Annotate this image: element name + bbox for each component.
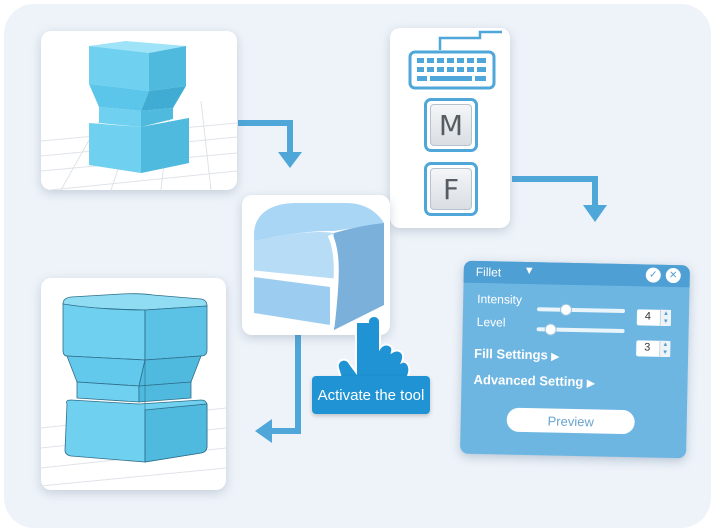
fillet-panel-body: Fillet ▼ ✓ ✕ Intensity 4 ▲▼ Level 3 ▲▼	[460, 260, 690, 459]
intensity-label: Intensity	[477, 291, 523, 307]
panel-title: Fillet	[475, 264, 502, 280]
shortcut-key-f: F	[424, 162, 478, 216]
arrow-keys-to-panel	[512, 176, 598, 205]
arrowhead-down-2	[583, 205, 607, 222]
advanced-setting-toggle[interactable]: Advanced Setting ▶	[473, 372, 594, 390]
stepper-arrows-icon[interactable]: ▲▼	[659, 309, 672, 326]
fill-settings-toggle[interactable]: Fill Settings ▶	[474, 346, 559, 363]
level-stepper[interactable]: 3 ▲▼	[636, 340, 671, 357]
intensity-stepper[interactable]: 4 ▲▼	[636, 309, 672, 326]
level-slider-thumb[interactable]	[544, 323, 557, 336]
shortcut-card: M F	[390, 28, 510, 228]
fillet-tool-card	[242, 195, 390, 335]
advanced-setting-label: Advanced Setting	[473, 371, 584, 390]
level-value: 3	[644, 341, 651, 354]
arrow-model-to-tool	[238, 120, 293, 152]
result-model-card	[41, 278, 226, 490]
fillet-tool-icon	[253, 203, 384, 330]
key-m-label: M	[430, 104, 472, 146]
expand-arrow-icon: ▶	[586, 378, 595, 390]
expand-arrow-icon: ▶	[551, 351, 560, 363]
fillet-panel-header: Fillet ▼ ✓ ✕	[463, 260, 690, 288]
intensity-slider-thumb[interactable]	[559, 303, 572, 316]
fillet-panel: Fillet ▼ ✓ ✕ Intensity 4 ▲▼ Level 3 ▲▼	[460, 260, 690, 459]
level-label: Level	[476, 314, 506, 330]
result-model-illustration	[41, 293, 226, 487]
check-icon[interactable]: ✓	[645, 267, 661, 283]
intensity-value: 4	[644, 310, 652, 323]
arrow-tool-to-result	[272, 335, 301, 434]
intensity-slider[interactable]	[537, 303, 626, 316]
arrowhead-down-1	[278, 152, 302, 168]
close-icon[interactable]: ✕	[665, 267, 681, 284]
stepper-arrows-icon[interactable]: ▲▼	[659, 340, 671, 357]
key-f-label: F	[430, 168, 472, 210]
level-slider[interactable]	[536, 323, 625, 336]
preview-button[interactable]: Preview	[506, 407, 635, 435]
fill-settings-label: Fill Settings	[473, 345, 548, 363]
keyboard-icon	[408, 30, 502, 90]
original-model-card	[41, 31, 237, 190]
original-model-illustration	[41, 41, 237, 190]
arrowhead-left	[255, 419, 272, 443]
activate-tool-callout: Activate the tool	[312, 376, 430, 414]
chevron-down-icon[interactable]: ▼	[523, 264, 535, 278]
shortcut-key-m: M	[424, 98, 478, 152]
